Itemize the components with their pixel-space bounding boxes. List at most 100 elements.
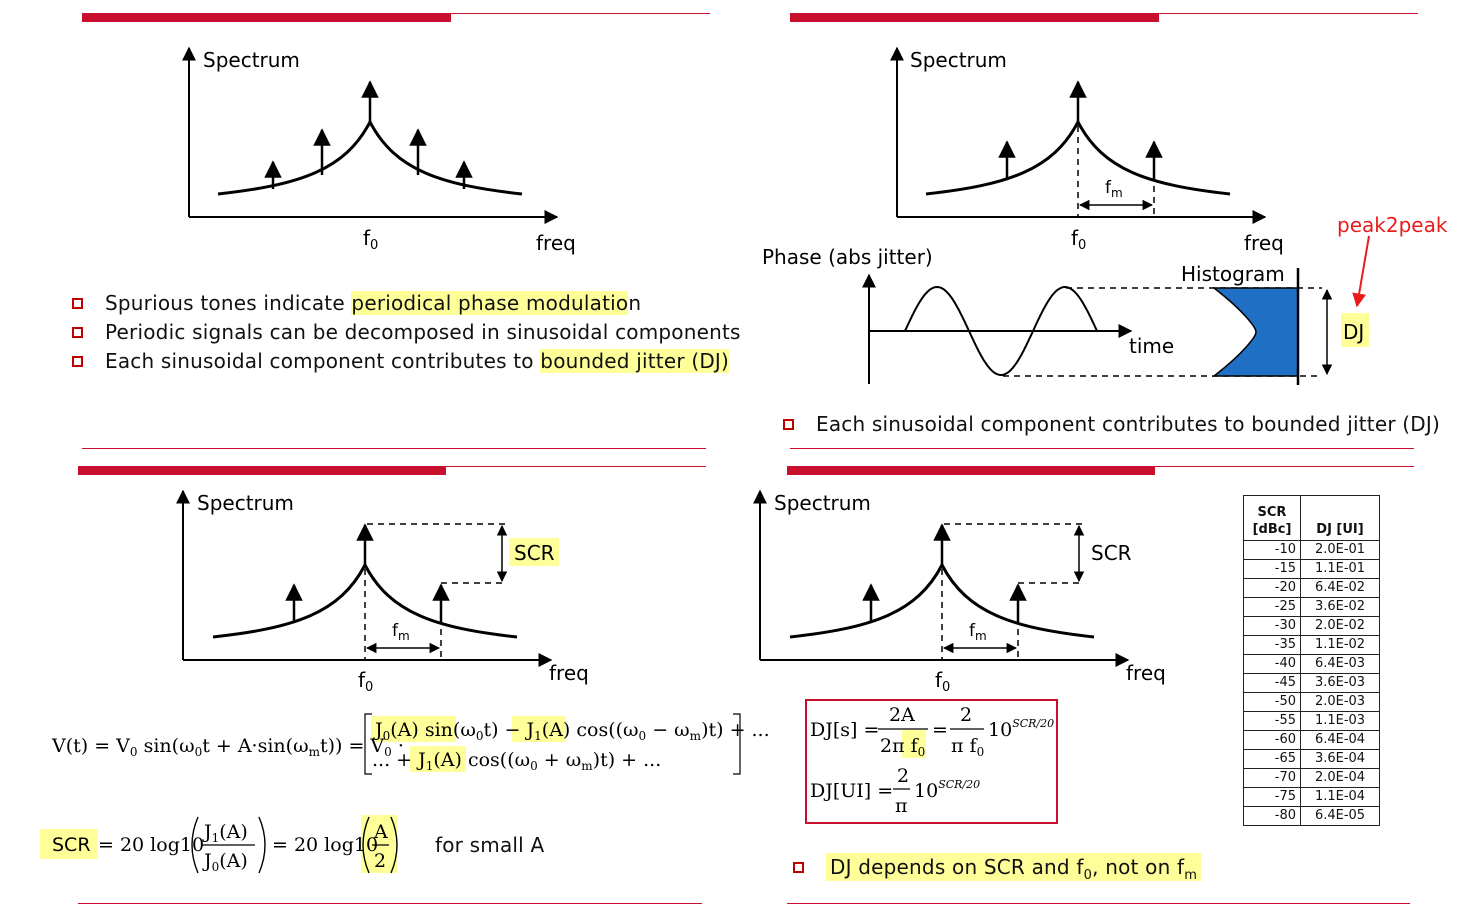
svg-text:A: A: [373, 821, 388, 843]
header-bars: [78, 13, 1418, 904]
table-cell-scr: -10: [1243, 540, 1301, 560]
svg-text:2: 2: [374, 850, 386, 872]
tr-ylabel: Spectrum: [910, 48, 1007, 72]
svg-text:fm: fm: [392, 621, 410, 643]
table-cell-dj: 1.1E-01: [1300, 559, 1380, 579]
scr-equation: SCR = 20 log10 J1(A) J0(A) = 20 log10 A …: [40, 815, 398, 874]
table-cell-scr: -15: [1243, 559, 1301, 579]
svg-text:f0: f0: [935, 668, 950, 695]
tr-f0-sub: 0: [1078, 238, 1086, 253]
svg-text:=: =: [932, 719, 948, 741]
svg-text:f0: f0: [1071, 226, 1086, 253]
svg-text:fm: fm: [969, 621, 987, 643]
dj-label: DJ: [1343, 320, 1364, 344]
table-cell-dj: 3.6E-04: [1300, 749, 1380, 769]
table-cell-dj: 6.4E-05: [1300, 806, 1380, 826]
table-cell-scr: -20: [1243, 578, 1301, 598]
spectrum-diagram-tl: Spectrum freq f0: [182, 46, 576, 255]
bl-xlabel: freq: [549, 661, 589, 685]
br-bullet-pre: DJ depends on SCR and f: [830, 855, 1084, 879]
svg-text:10SCR/20: 10SCR/20: [914, 778, 980, 802]
bl-fm: f: [392, 621, 399, 641]
bl-ylabel: Spectrum: [197, 491, 294, 515]
phase-label: Phase (abs jitter): [762, 245, 933, 269]
spectrum-diagram-bl: SCR Spectrum freq f0 fm: [176, 489, 589, 695]
tl-xlabel: freq: [536, 231, 576, 255]
table-cell-dj: 3.6E-03: [1300, 673, 1380, 693]
svg-text:DJ[s] =: DJ[s] =: [810, 719, 879, 741]
tl-bullet-2-text: Periodic signals can be decomposed in si…: [105, 320, 741, 344]
tl-bullet-2: Periodic signals can be decomposed in si…: [72, 320, 741, 344]
table-cell-scr: -35: [1243, 635, 1301, 655]
scr-word: SCR: [52, 834, 91, 856]
bl-fm-sub: m: [398, 629, 410, 643]
table-cell-scr: -40: [1243, 654, 1301, 674]
bullet-square-icon: [783, 419, 794, 430]
table-cell-dj: 6.4E-04: [1300, 730, 1380, 750]
small-a-note: for small A: [435, 833, 544, 857]
table-cell-dj: 2.0E-01: [1300, 540, 1380, 560]
br-bullet-sub1: 0: [1083, 868, 1093, 883]
svg-text:10SCR/20: 10SCR/20: [988, 717, 1054, 741]
tl-bullet-3-text: Each sinusoidal component contributes to: [105, 349, 541, 373]
tl-bullet-3: Each sinusoidal component contributes to…: [72, 349, 730, 373]
table-cell-scr: -50: [1243, 692, 1301, 712]
tr-xlabel: freq: [1244, 231, 1284, 255]
svg-text:= 20 log10: = 20 log10: [272, 834, 378, 856]
time-label: time: [1129, 334, 1174, 358]
table-cell-scr: -70: [1243, 768, 1301, 788]
table-cell-dj: 6.4E-03: [1300, 654, 1380, 674]
table-header-dj: DJ [UI]: [1300, 495, 1380, 541]
tr-bullet-text: Each sinusoidal component contributes to…: [816, 412, 1441, 436]
svg-text:2: 2: [960, 704, 972, 726]
table-cell-dj: 6.4E-02: [1300, 578, 1380, 598]
br-f0-sub: 0: [942, 680, 950, 695]
tr-bullet: Each sinusoidal component contributes to…: [783, 412, 1440, 436]
tl-f0-sub: 0: [370, 238, 378, 253]
svg-text:fm: fm: [1105, 178, 1123, 200]
small-a-text: for small A: [435, 833, 545, 857]
svg-text:= 20 log10: = 20 log10: [98, 834, 204, 856]
table-cell-dj: 1.1E-04: [1300, 787, 1380, 807]
table-cell-dj: 2.0E-02: [1300, 616, 1380, 636]
svg-text:f0: f0: [358, 668, 373, 695]
table-cell-dj: 1.1E-03: [1300, 711, 1380, 731]
table-cell-scr: -25: [1243, 597, 1301, 617]
svg-text:DJ[UI] =: DJ[UI] =: [810, 780, 893, 802]
tl-bullet-3-highlight: bounded jitter (DJ): [540, 349, 730, 373]
svg-text:J1(A): J1(A): [202, 821, 248, 845]
dj-formula-box: DJ[s] = 2A 2π f0 = 2 π f0 10SCR/20 DJ[UI…: [805, 699, 1058, 824]
bullet-square-icon: [72, 327, 83, 338]
table-cell-dj: 1.1E-02: [1300, 635, 1380, 655]
table-cell-scr: -60: [1243, 730, 1301, 750]
bullet-square-icon: [793, 862, 804, 873]
svg-text:J0(A): J0(A): [202, 850, 248, 874]
bl-scr-label: SCR: [514, 541, 555, 565]
br-f0: f: [935, 668, 943, 692]
tl-bullet-1-tail: n: [628, 291, 642, 315]
tl-bullet-1-highlight: periodical phase modulatio: [351, 291, 629, 315]
br-bullet-highlight: DJ depends on SCR and f0, not on fm: [826, 853, 1202, 883]
table-cell-scr: -55: [1243, 711, 1301, 731]
svg-text:J0(A) sin(ω0t) − J1(A) cos((ω0: J0(A) sin(ω0t) − J1(A) cos((ω0 − ωm)t) +…: [373, 719, 770, 743]
tl-bullet-1-text: Spurious tones indicate: [105, 291, 352, 315]
phase-jitter-diagram: Phase (abs jitter) time Histogram DJ pea…: [762, 213, 1448, 385]
br-bullet: DJ depends on SCR and f0, not on fm: [793, 853, 1202, 883]
br-scr-label: SCR: [1091, 541, 1132, 565]
